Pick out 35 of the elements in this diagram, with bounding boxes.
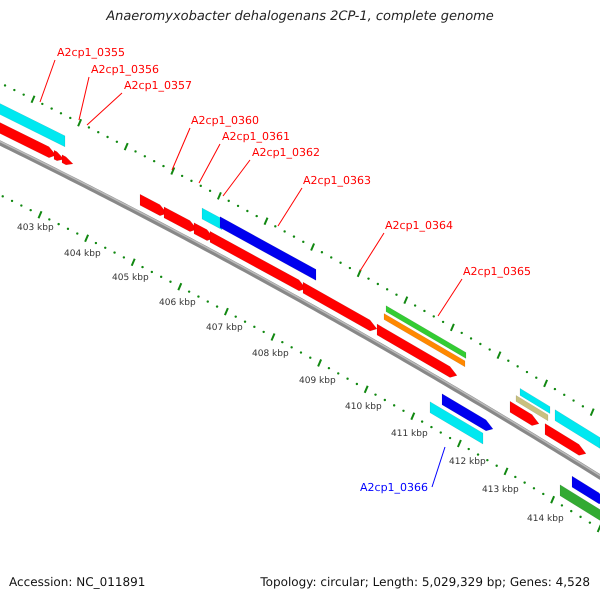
gene-label: A2cp1_0366 xyxy=(360,481,428,495)
gene-label: A2cp1_0360 xyxy=(191,114,260,128)
accession-text: Accession: NC_011891 xyxy=(9,574,146,590)
position-label: 414 kbp xyxy=(527,513,564,525)
leader-line xyxy=(172,128,190,170)
gene-label: A2cp1_0357 xyxy=(124,79,192,93)
genome-info-text: Topology: circular; Length: 5,029,329 bp; Genes: 4,528 xyxy=(260,574,590,590)
gene-label: A2cp1_0364 xyxy=(385,219,454,233)
leader-line xyxy=(78,76,90,120)
position-label: 410 kbp xyxy=(345,401,382,413)
leader-line xyxy=(86,92,122,126)
position-label: 403 kbp xyxy=(17,222,54,234)
position-label: 412 kbp xyxy=(449,456,486,468)
leader-line xyxy=(278,188,302,226)
position-label: 411 kbp xyxy=(391,428,428,440)
leader-line xyxy=(198,144,220,184)
leader-line xyxy=(438,278,462,316)
position-label: 409 kbp xyxy=(299,375,336,387)
position-label: 405 kbp xyxy=(112,272,149,284)
gene-label: A2cp1_0365 xyxy=(463,265,532,279)
leader-line xyxy=(222,160,250,196)
gene-label: A2cp1_0355 xyxy=(57,46,126,60)
position-label: 404 kbp xyxy=(64,248,101,260)
position-label: 413 kbp xyxy=(482,484,519,496)
title: Anaeromyxobacter dehalogenans 2CP-1, complete genome xyxy=(104,9,495,25)
leader-line xyxy=(432,446,446,488)
gene-label: A2cp1_0362 xyxy=(252,146,320,160)
leader-line xyxy=(40,60,56,102)
position-label: 406 kbp xyxy=(159,297,196,309)
gene-label: A2cp1_0361 xyxy=(222,130,290,144)
position-label: 407 kbp xyxy=(206,322,243,334)
gene-label: A2cp1_0356 xyxy=(91,63,160,77)
position-label: 408 kbp xyxy=(252,348,289,360)
leader-line xyxy=(360,232,384,272)
gene-label: A2cp1_0363 xyxy=(303,174,372,188)
